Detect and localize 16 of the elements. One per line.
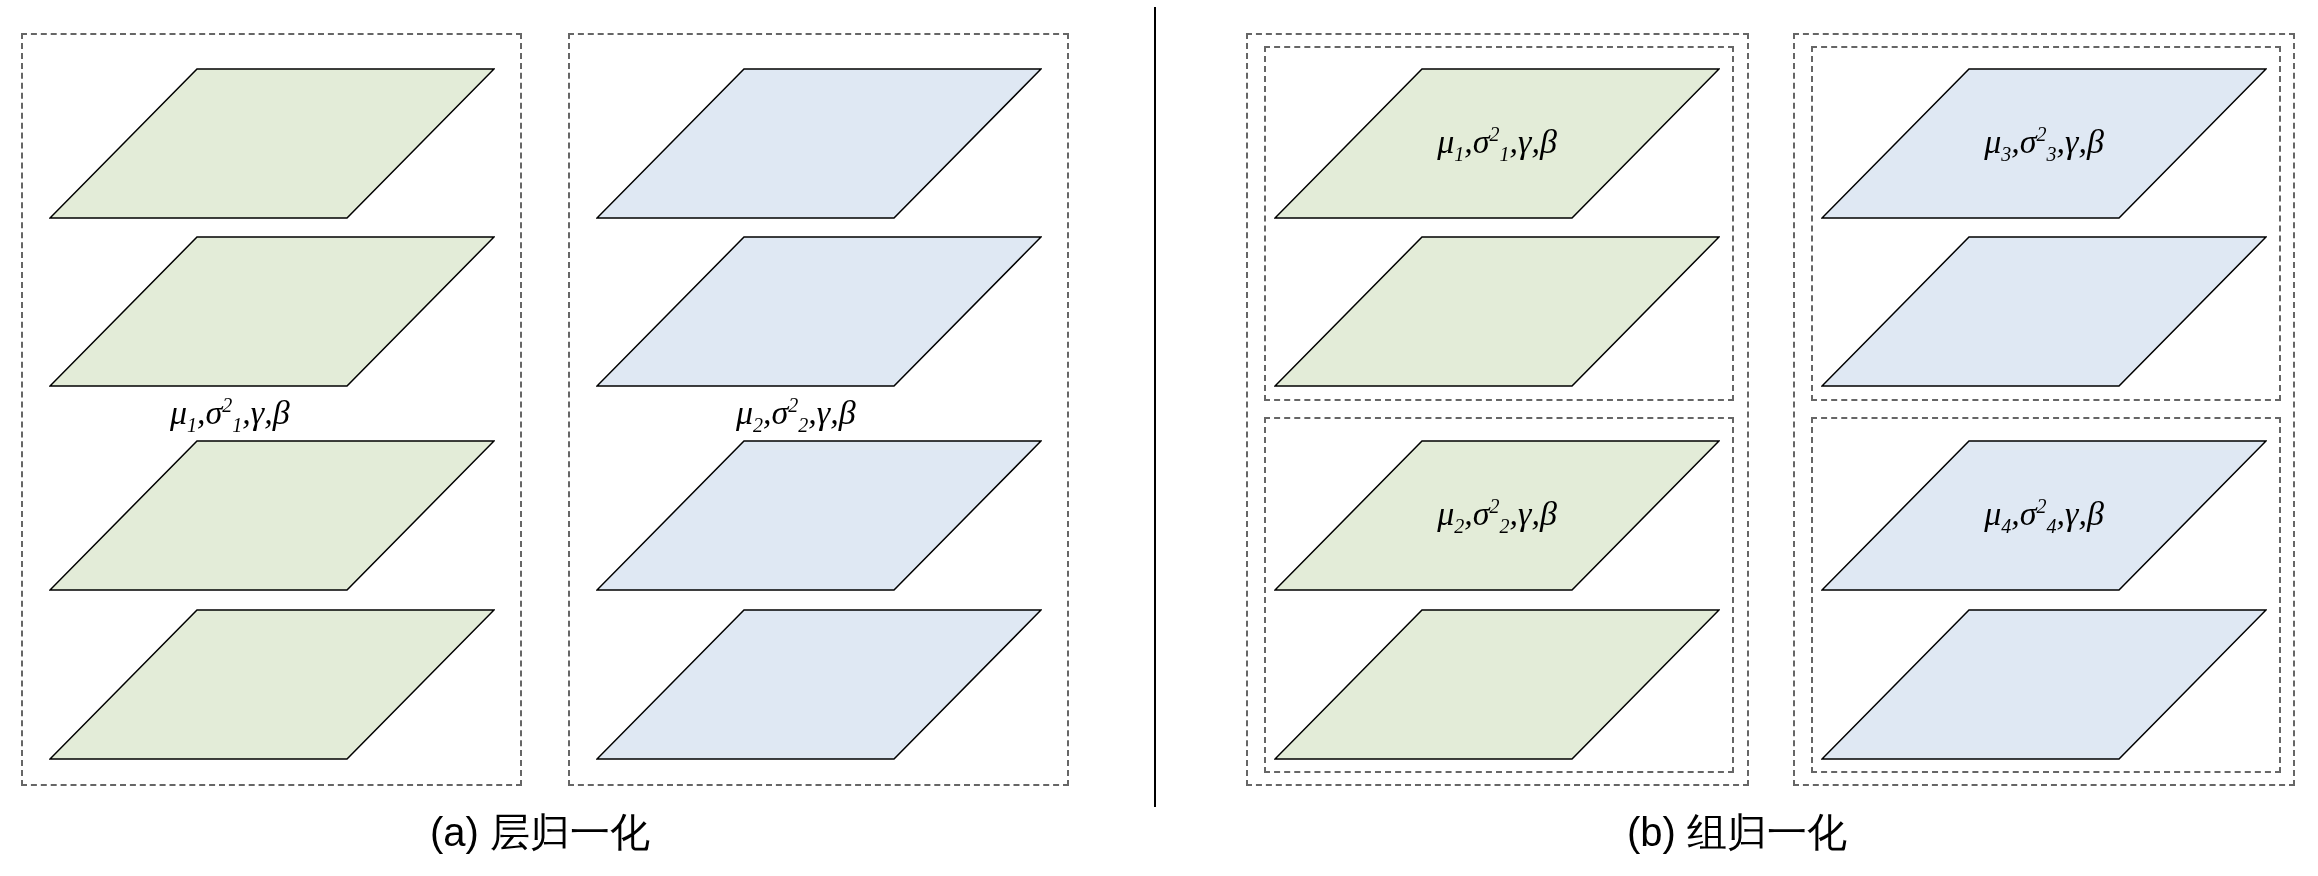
dashed-frame — [21, 33, 522, 786]
dashed-frame — [568, 33, 1069, 786]
caption: (b) 组归一化 — [1627, 809, 1847, 856]
parameter-label: μ$_{2}$,σ$^{2}$$_{2}$,γ,β — [1437, 495, 1557, 536]
dashed-frame — [1811, 417, 2281, 773]
parameter-label: μ$_{4}$,σ$^{2}$$_{4}$,γ,β — [1984, 495, 2104, 536]
dashed-frame — [1264, 417, 1734, 773]
dashed-frame — [1793, 33, 2295, 786]
parameter-label: μ$_{1}$,σ$^{2}$$_{1}$,γ,β — [1437, 123, 1557, 164]
caption: (a) 层归一化 — [430, 809, 650, 856]
parameter-label: μ$_{2}$,σ$^{2}$$_{2}$,γ,β — [736, 395, 856, 436]
parameter-label: μ$_{1}$,σ$^{2}$$_{1}$,γ,β — [170, 395, 290, 436]
dashed-frame — [1246, 33, 1749, 786]
dashed-frame — [1811, 46, 2281, 401]
dashed-frame — [1264, 46, 1734, 401]
parameter-label: μ$_{3}$,σ$^{2}$$_{3}$,γ,β — [1984, 123, 2104, 164]
